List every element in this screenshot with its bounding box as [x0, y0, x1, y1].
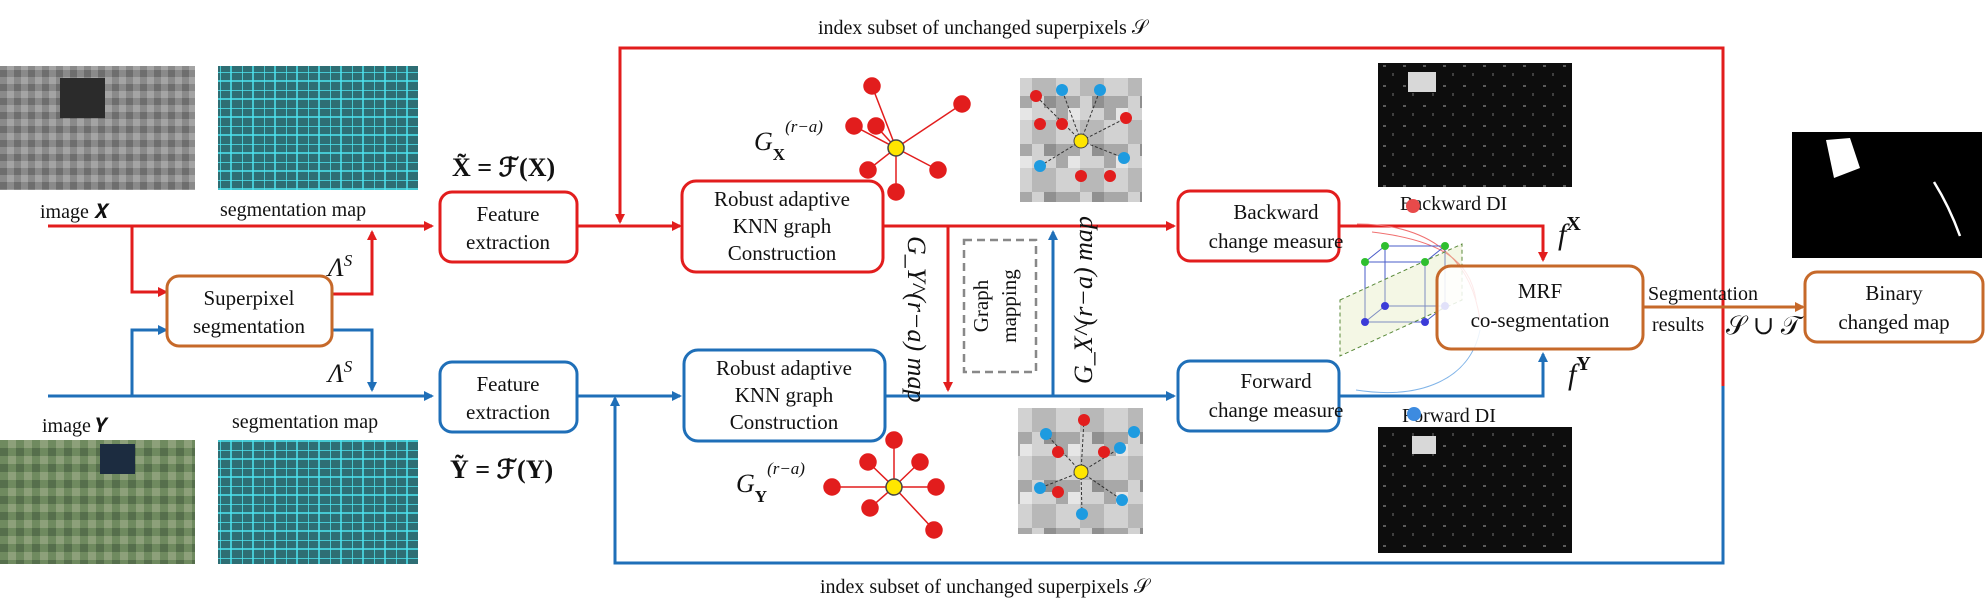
bottom-feedback-loop-arrow	[610, 386, 1725, 565]
map-left-label: G_Y^(r−a) map	[902, 236, 931, 402]
binary-line2: changed map	[1838, 310, 1949, 334]
feature-bottom-formula: Ỹ = ℱ(Y)	[450, 455, 553, 484]
seg-results-line1: Segmentation	[1648, 283, 1758, 305]
feature-top-formula: X̃ = ℱ(X)	[452, 153, 555, 182]
superpixel-segmentation-box	[165, 274, 334, 348]
binary-map-thumbnail	[1792, 132, 1982, 258]
graph-x-mapping-thumbnail	[1020, 78, 1142, 202]
image-y-label: image 𝒀	[42, 415, 109, 437]
forward-line2: change measure	[1209, 398, 1344, 422]
backward-line1: Backward	[1233, 200, 1319, 224]
seg-map-top-thumbnail	[218, 66, 418, 190]
backward-to-mrf-arrow	[1339, 224, 1548, 262]
seg-map-bottom-thumbnail	[218, 440, 418, 564]
top-feedback-label: index subset of unchanged superpixels 𝒮	[818, 17, 1150, 39]
forward-to-mrf-arrow	[1339, 352, 1548, 398]
graph-mapping-line1: Graph	[969, 279, 993, 332]
knn-bottom-line2: KNN graph	[735, 383, 834, 407]
graph-x-star-icon	[845, 77, 971, 201]
seg-map-bottom-label: segmentation map	[232, 411, 378, 433]
seg-results-line2: results	[1652, 314, 1704, 336]
binary-map-white-region	[1826, 138, 1860, 178]
forward-di-bright-patch	[1412, 436, 1436, 454]
backward-line2: change measure	[1209, 229, 1344, 253]
knn-bottom-line1: Robust adaptive	[716, 356, 852, 380]
map-right-label: G_X^(r−a) map	[1069, 216, 1098, 384]
superpixel-line1: Superpixel	[204, 286, 295, 310]
f-x-label: fX	[1558, 213, 1581, 251]
feature-top-line1: Feature	[477, 202, 540, 226]
mrf-line1: MRF	[1518, 279, 1562, 303]
mrf-line2: co-segmentation	[1471, 308, 1610, 332]
graph-y-mapping-thumbnail	[1018, 408, 1143, 534]
backward-di-bright-patch	[1408, 72, 1436, 92]
binary-map-white-river	[1932, 181, 1962, 237]
image-x-label: image 𝑿	[40, 201, 110, 223]
seg-results-formula: 𝒮 ∪ 𝒯	[1726, 311, 1804, 340]
image-x-dark-patch	[60, 78, 105, 118]
graph-mapping-line2: mapping	[997, 269, 1021, 343]
binary-line1: Binary	[1865, 281, 1923, 305]
seg-map-top-label: segmentation map	[220, 199, 366, 221]
superpixel-to-top-arrow	[332, 230, 377, 296]
bottom-feedback-label: index subset of unchanged superpixels 𝒮	[820, 576, 1152, 598]
binary-changed-map-box	[1803, 270, 1985, 344]
forward-line1: Forward	[1240, 369, 1312, 393]
lambda-s-top: ΛS	[325, 251, 353, 282]
forward-di-label: Forward DI	[1402, 405, 1496, 427]
superpixel-to-bottom-arrow	[332, 328, 377, 392]
superpixel-line2: segmentation	[193, 314, 305, 338]
knn-bottom-line3: Construction	[730, 410, 839, 434]
graph-y-label: GY(r−a)	[736, 459, 805, 506]
feature-bottom-line1: Feature	[477, 372, 540, 396]
feature-bottom-line2: extraction	[466, 400, 550, 424]
feature-top-line2: extraction	[466, 230, 550, 254]
forward-di-thumbnail	[1378, 427, 1572, 553]
backward-di-thumbnail	[1378, 63, 1572, 187]
x-to-superpixel-arrow	[130, 226, 168, 297]
backward-di-label: Backward DI	[1400, 193, 1507, 215]
knn-top-line1: Robust adaptive	[714, 187, 850, 211]
image-y-dark-patch	[100, 444, 135, 474]
knn-top-line3: Construction	[728, 241, 837, 265]
graph-mapping-box	[962, 238, 1038, 374]
image-y-thumbnail	[0, 440, 195, 564]
top-feedback-loop-arrow	[615, 46, 1725, 386]
graph-x-label: GX(r−a)	[754, 117, 823, 164]
knn-top-line2: KNN graph	[733, 214, 832, 238]
f-y-label: fY	[1568, 353, 1591, 391]
lambda-s-bottom: ΛS	[325, 357, 353, 388]
graph-y-star-icon	[823, 431, 945, 539]
y-to-superpixel-arrow	[130, 325, 168, 396]
